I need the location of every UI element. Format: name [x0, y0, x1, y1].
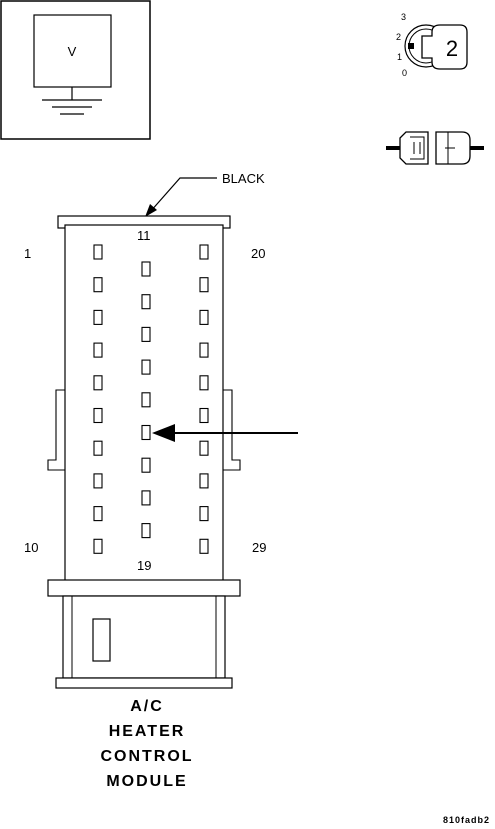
- cavity: [141, 359, 151, 375]
- cavity: [199, 440, 209, 456]
- cavity: [93, 538, 103, 554]
- cavity: [141, 392, 151, 408]
- pin-label-1: 1: [24, 246, 31, 261]
- cavity: [199, 473, 209, 489]
- cavity: [141, 490, 151, 506]
- connector-cavities: [93, 244, 209, 554]
- connector-color-callout: BLACK: [145, 171, 265, 217]
- ignition-key-number: 2: [446, 36, 458, 61]
- cavity: [93, 473, 103, 489]
- ignition-key-icon: 3 2 1 0 2: [396, 12, 468, 78]
- cavity: [93, 244, 103, 260]
- connector-housing: [47, 215, 241, 689]
- cavity: [93, 375, 103, 391]
- cavity: [141, 294, 151, 310]
- test-pin-arrow: [152, 424, 298, 442]
- cavity: [93, 506, 103, 522]
- pin-label-10: 10: [24, 540, 38, 555]
- cavity: [199, 309, 209, 325]
- ignition-pos-3: 3: [401, 12, 406, 22]
- cavity: [141, 457, 151, 473]
- cavity: [93, 342, 103, 358]
- cavity: [141, 326, 151, 342]
- cavity: [199, 407, 209, 424]
- pin-label-11: 11: [137, 228, 151, 243]
- ignition-pos-2: 2: [396, 32, 401, 42]
- cavity: [93, 440, 103, 456]
- voltmeter-symbol: V: [0, 0, 151, 140]
- cavity: [199, 506, 209, 522]
- ignition-pos-0: 0: [402, 68, 407, 78]
- module-name-line-3: CONTROL: [100, 748, 193, 765]
- pin-label-29: 29: [252, 540, 266, 555]
- cavity: [199, 244, 209, 260]
- module-name-line-1: A/C: [130, 698, 164, 715]
- ignition-pos-1: 1: [397, 52, 402, 62]
- cavity: [93, 309, 103, 325]
- cavity: [93, 407, 103, 424]
- cavity: [141, 261, 151, 277]
- cavity: [199, 375, 209, 391]
- figure-code: 810fadb2: [443, 815, 490, 825]
- module-name-line-2: HEATER: [109, 723, 186, 740]
- cavity: [141, 523, 151, 539]
- cavity: [199, 342, 209, 358]
- cavity: [93, 277, 103, 293]
- connector-color-label: BLACK: [222, 171, 265, 186]
- cavity: [199, 277, 209, 293]
- voltmeter-label: V: [68, 44, 77, 59]
- pin-label-20: 20: [251, 246, 265, 261]
- connector-plug-icon: [386, 131, 484, 165]
- cavity: [199, 538, 209, 554]
- cavity: [141, 424, 151, 441]
- module-name-line-4: MODULE: [106, 773, 187, 790]
- pin-label-19: 19: [137, 558, 151, 573]
